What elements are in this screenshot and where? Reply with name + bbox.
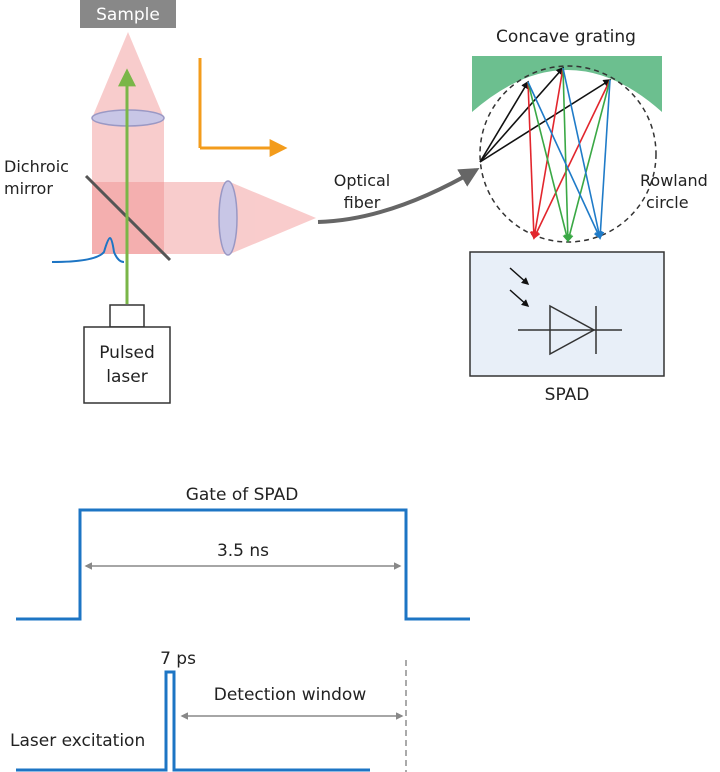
laser-label-1: Pulsed	[99, 343, 155, 363]
dichroic-label-1: Dichroic	[4, 157, 69, 176]
photon-arrow-2	[509, 289, 530, 307]
dichroic-label-2: mirror	[4, 179, 53, 198]
rowland-label-1: Rowland	[640, 171, 708, 190]
rowland-label-2: circle	[646, 193, 689, 212]
diode-icon	[549, 304, 596, 356]
incident-rays	[479, 66, 612, 163]
laser-excitation-label: Laser excitation	[10, 731, 145, 751]
laser-pulse-icon	[51, 236, 125, 263]
ray-green-2	[562, 67, 572, 243]
diffracted-rays	[527, 67, 611, 243]
pulse-width-label: 7 ps	[160, 649, 196, 669]
gate-width-label: 3.5 ns	[217, 541, 269, 561]
detection-window-label: Detection window	[214, 685, 367, 705]
grating-label: Concave grating	[496, 27, 636, 47]
laser-label-2: laser	[106, 367, 147, 387]
ray-black-3	[479, 79, 612, 163]
ray-red-2	[531, 67, 564, 240]
ray-red-3	[533, 79, 611, 240]
spad-detector	[469, 251, 665, 377]
sample-box	[80, 0, 176, 28]
ray-black-1	[479, 80, 529, 163]
ray-blue-3	[596, 79, 611, 240]
ray-green-3	[565, 79, 611, 243]
beam-horizontal	[92, 182, 230, 254]
collimating-lens	[218, 180, 238, 256]
gate-signal	[16, 508, 470, 621]
ray-black-2	[479, 66, 565, 163]
laser-aperture	[109, 304, 145, 328]
polarization-axes	[198, 58, 288, 157]
optical-fiber	[317, 167, 480, 224]
laser-body	[83, 326, 171, 404]
ray-green-1	[527, 81, 571, 243]
spad-label: SPAD	[545, 385, 590, 405]
beam-cone-fiber	[230, 182, 316, 254]
concave-grating	[472, 56, 662, 112]
sample: Sample	[80, 0, 176, 28]
photon-arrow-1	[509, 267, 530, 285]
spad-box	[469, 251, 665, 377]
ray-blue-1	[527, 81, 601, 240]
ray-blue-2	[562, 67, 603, 240]
fiber-label-1: Optical	[334, 171, 391, 190]
gate-label: Gate of SPAD	[186, 485, 299, 505]
laser-signal	[16, 670, 370, 772]
sample-label: Sample	[96, 5, 160, 25]
ray-red-1	[527, 81, 538, 240]
fiber-label-2: fiber	[344, 193, 381, 212]
pulsed-laser: Pulsed laser	[83, 304, 171, 404]
